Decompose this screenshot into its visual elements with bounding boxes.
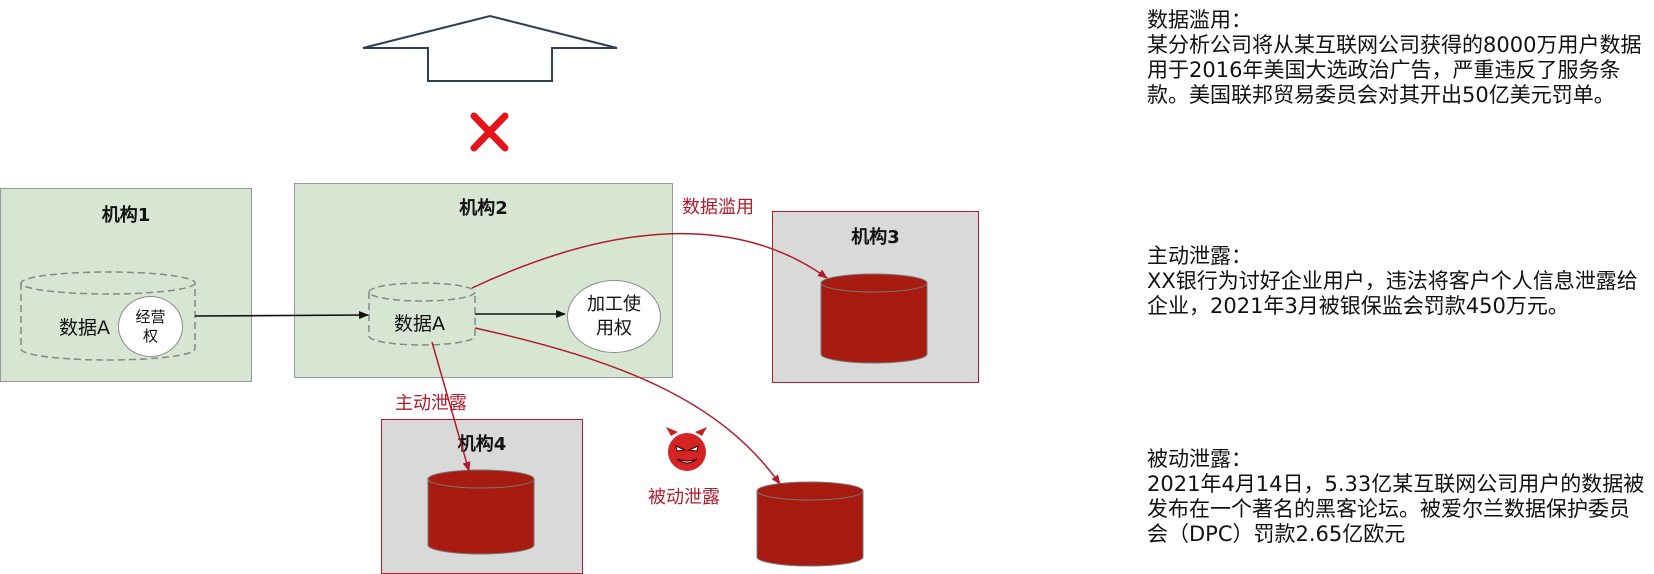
org1-right-ellipse: 经营权 [118, 296, 183, 357]
org1-right-label: 经营权 [135, 307, 166, 345]
org2-data-label: 数据A [394, 313, 445, 335]
case-title: 主动泄露： [1147, 244, 1252, 268]
up-arrow-outline-icon [362, 14, 618, 82]
case-passive-leak: 被动泄露： 2021年4月14日，5.33亿某互联网公司用户的数据被发布在一个著… [1147, 447, 1647, 547]
devil-face-icon [666, 427, 707, 471]
org2-data-cylinder [368, 282, 476, 346]
passive-leak-label: 被动泄露 [648, 487, 720, 508]
database-cylinder-icon [756, 481, 864, 567]
case-title: 被动泄露： [1147, 447, 1252, 471]
misuse-arrow [471, 232, 828, 289]
org2-right-label: 加工使用权 [587, 293, 641, 339]
org1-data-label: 数据A [59, 317, 110, 339]
database-cylinder-icon [820, 273, 928, 364]
org3-title: 机构3 [851, 227, 900, 248]
case-body: 2021年4月14日，5.33亿某互联网公司用户的数据被发布在一个著名的黑客论坛… [1147, 472, 1645, 546]
case-misuse: 数据滥用： 某分析公司将从某互联网公司获得的8000万用户数据用于2016年美国… [1147, 8, 1647, 108]
passive-leak-arrow [474, 327, 781, 485]
org1-box: 机构1 [0, 188, 252, 382]
active-leak-arrow [431, 341, 471, 472]
case-body: XX银行为讨好企业用户，违法将客户个人信息泄露给企业，2021年3月被银保监会罚… [1147, 269, 1638, 318]
misuse-label: 数据滥用 [682, 197, 754, 218]
case-body: 某分析公司将从某互联网公司获得的8000万用户数据用于2016年美国大选政治广告… [1147, 33, 1642, 107]
active-leak-label: 主动泄露 [395, 393, 467, 414]
org2-title: 机构2 [459, 198, 508, 219]
red-cross-icon [470, 112, 509, 152]
org2-right-ellipse: 加工使用权 [567, 280, 661, 353]
org1-data-cylinder [20, 271, 196, 361]
case-title: 数据滥用： [1147, 8, 1252, 32]
org4-title: 机构4 [457, 434, 507, 455]
database-cylinder-icon [427, 469, 535, 555]
case-active-leak: 主动泄露： XX银行为讨好企业用户，违法将客户个人信息泄露给企业，2021年3月… [1147, 244, 1647, 319]
transfer-arrow [194, 311, 369, 320]
org1-title: 机构1 [101, 205, 151, 226]
